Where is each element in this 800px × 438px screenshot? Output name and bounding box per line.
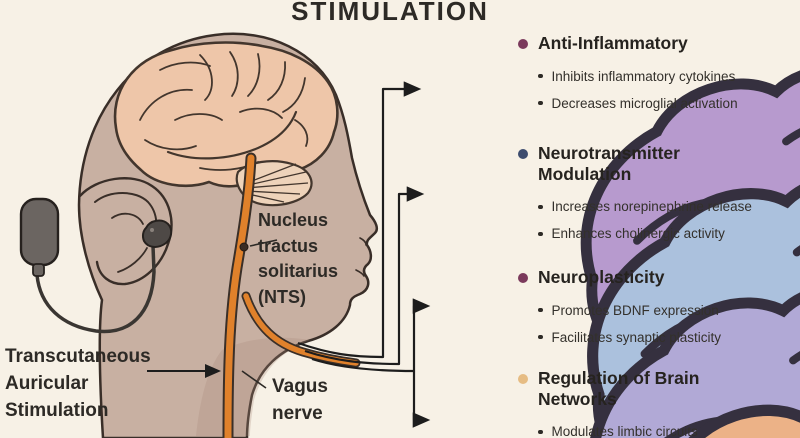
vagus-pointer-line bbox=[241, 370, 267, 389]
list-item-label: Increases norepinephrine release bbox=[551, 199, 752, 215]
head-illustration bbox=[77, 32, 379, 438]
stimulation-device bbox=[19, 197, 173, 334]
device-body bbox=[19, 197, 60, 267]
bullet-icon bbox=[538, 307, 543, 313]
sylvian-fissure bbox=[166, 110, 298, 160]
bullet-icon bbox=[538, 231, 543, 237]
list-item: Inhibits inflammatory cytokines bbox=[538, 63, 798, 90]
ear-electrode bbox=[141, 219, 173, 248]
device-cable bbox=[35, 244, 156, 334]
bullet-icon bbox=[538, 204, 543, 210]
list-item-label: Inhibits inflammatory cytokines bbox=[551, 68, 736, 84]
device-connector-stub bbox=[32, 263, 45, 277]
connector-lines bbox=[297, 81, 431, 428]
nts-dot bbox=[239, 242, 249, 252]
list-item: Promotes BDNF expression bbox=[538, 297, 798, 324]
list-item: Enhances cholinergic activity bbox=[538, 220, 798, 247]
section-neuroplasticity: Neuroplasticity Promotes BDNF expression… bbox=[516, 267, 798, 351]
section-heading: Regulation of Brain Networks bbox=[538, 368, 700, 409]
label-nts: Nucleus tractus solitarius (NTS) bbox=[258, 210, 339, 307]
label-transcutaneous-auricular-stimulation: Transcutaneous Auricular Stimulation bbox=[5, 346, 151, 421]
section-heading: Neuroplasticity bbox=[538, 267, 665, 287]
section-anti-inflammatory: Anti-Inflammatory Inhibits inflammatory … bbox=[516, 33, 798, 117]
label-vagus-nerve: Vagus nerve bbox=[272, 376, 328, 424]
section-neurotransmitter-modulation: Neurotransmitter Modulation Increases no… bbox=[516, 143, 798, 247]
electrode-highlight bbox=[150, 228, 154, 232]
section-bullet-icon bbox=[518, 149, 528, 159]
connector-neurotransmitter bbox=[304, 186, 425, 366]
brain-gyri bbox=[139, 51, 309, 171]
list-item: Modulates limbic circuits bbox=[538, 418, 798, 438]
connector-anti-inflammatory bbox=[297, 81, 422, 359]
list-item-label: Decreases microglial activation bbox=[551, 95, 738, 111]
list-item-label: Facilitates synaptic plasticity bbox=[551, 329, 722, 345]
brain-illustration bbox=[113, 41, 339, 188]
bullet-icon bbox=[538, 429, 543, 435]
face-details bbox=[355, 237, 367, 277]
section-heading: Neurotransmitter Modulation bbox=[538, 143, 680, 184]
bullet-icon bbox=[538, 100, 543, 106]
section-regulation-of-brain-networks: Regulation of Brain Networks Modulates l… bbox=[516, 368, 798, 438]
list-item: Increases norepinephrine release bbox=[538, 193, 798, 220]
list-item-label: Enhances cholinergic activity bbox=[551, 226, 725, 242]
section-bullet-icon bbox=[518, 374, 528, 384]
section-heading: Anti-Inflammatory bbox=[538, 33, 688, 53]
list-item: Decreases microglial activation bbox=[538, 90, 798, 117]
bullet-icon bbox=[538, 334, 543, 340]
list-item-label: Modulates limbic circuits bbox=[551, 424, 698, 438]
section-bullet-icon bbox=[518, 273, 528, 283]
list-item-label: Promotes BDNF expression bbox=[551, 302, 719, 318]
page-title: STIMULATION bbox=[291, 0, 489, 26]
connector-regulation bbox=[412, 371, 431, 428]
nts-pointer-line bbox=[249, 239, 278, 247]
list-item: Facilitates synaptic plasticity bbox=[538, 324, 798, 351]
bullet-icon bbox=[538, 73, 543, 79]
section-bullet-icon bbox=[518, 39, 528, 49]
